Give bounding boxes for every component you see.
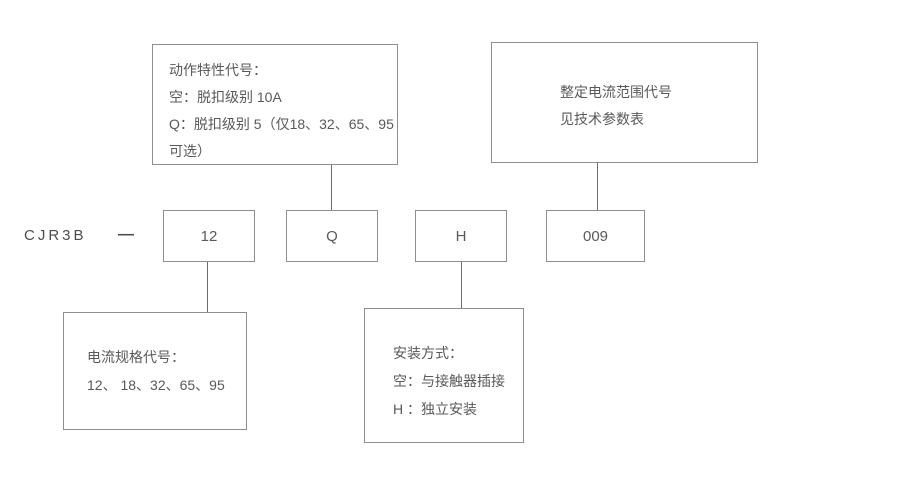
current-spec-note-box: 电流规格代号： 12、 18、32、65、95 <box>63 312 247 430</box>
code-box-trip-class-value: Q <box>326 227 338 245</box>
current-spec-note-line: 电流规格代号： <box>87 349 185 365</box>
connector-line-current-range <box>597 163 598 210</box>
connector-line-current-spec <box>207 262 208 312</box>
trip-class-note-line: Q：脱扣级别 5（仅18、32、65、95 <box>169 116 394 132</box>
trip-class-note-line: 空：脱扣级别 10A <box>169 89 282 105</box>
trip-class-note-line: 可选） <box>169 143 211 159</box>
code-box-current-range: 009 <box>546 210 645 262</box>
trip-class-note-line: 动作特性代号： <box>169 62 267 78</box>
code-box-mounting: H <box>415 210 507 262</box>
current-range-note-box: 整定电流范围代号 见技术参数表 <box>491 42 758 163</box>
code-box-trip-class: Q <box>286 210 378 262</box>
current-range-note-line: 见技术参数表 <box>560 111 644 127</box>
code-box-mounting-value: H <box>455 227 467 245</box>
code-box-current-spec: 12 <box>163 210 255 262</box>
mounting-note-box: 安装方式： 空：与接触器插接 H ：独立安装 <box>364 308 524 443</box>
mounting-note-line: 空：与接触器插接 <box>393 373 505 389</box>
code-box-current-spec-value: 12 <box>200 227 218 245</box>
current-range-note-line: 整定电流范围代号 <box>560 84 672 100</box>
mounting-note-line: H ：独立安装 <box>393 401 477 417</box>
connector-line-mounting <box>461 262 462 308</box>
separator-dash: — <box>118 226 134 243</box>
code-box-current-range-value: 009 <box>582 227 609 245</box>
connector-line-trip-class <box>331 165 332 210</box>
mounting-note-line: 安装方式： <box>393 345 463 361</box>
model-prefix-label: CJR3B <box>24 227 87 244</box>
trip-class-note-box: 动作特性代号： 空：脱扣级别 10A Q：脱扣级别 5（仅18、32、65、95… <box>152 44 398 165</box>
current-spec-note-line: 12、 18、32、65、95 <box>87 377 225 393</box>
